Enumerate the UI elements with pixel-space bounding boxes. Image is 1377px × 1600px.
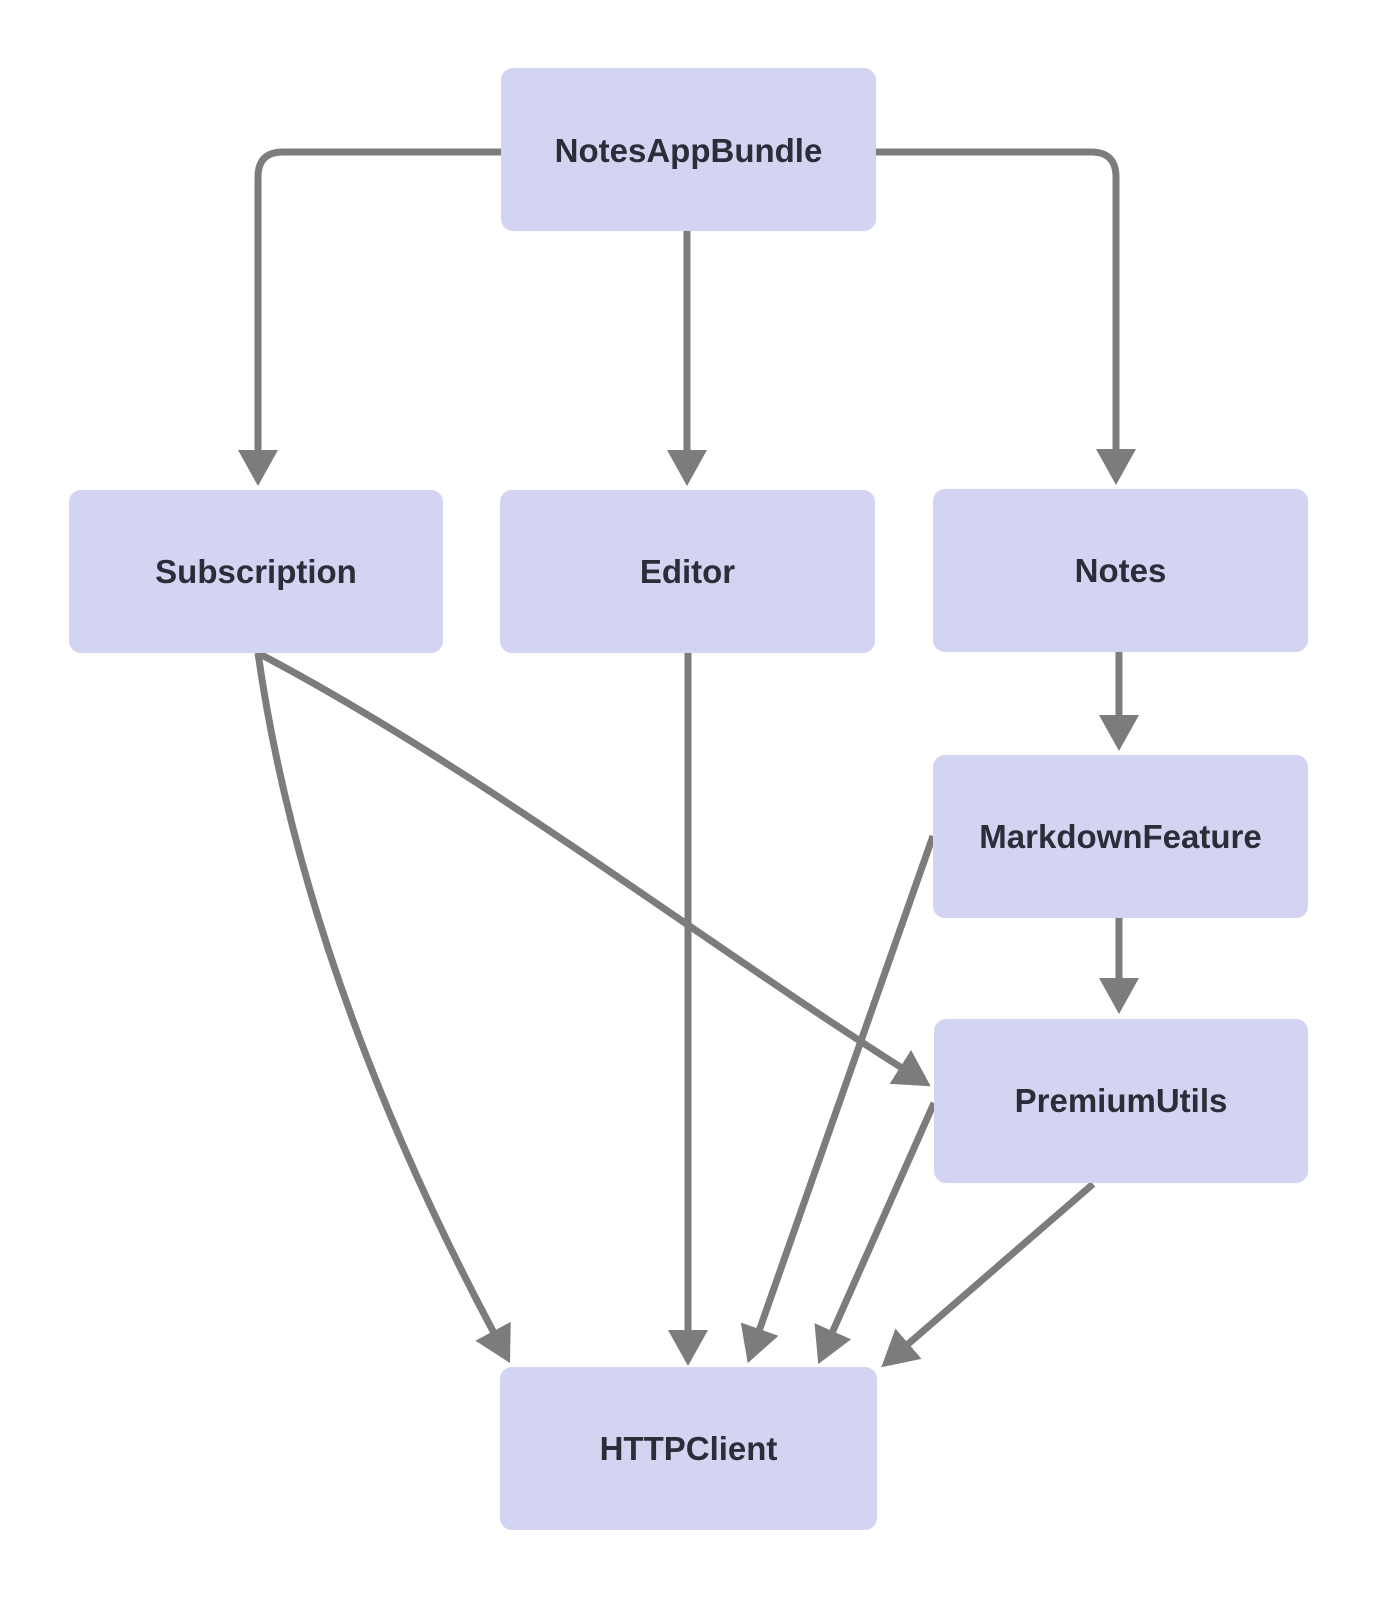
node-notesappbundle-box (501, 68, 876, 231)
edge-notesappbundle-to-subscription-arrow (238, 148, 501, 486)
node-httpclient-box (500, 1367, 877, 1530)
node-httpclient: HTTPClient (500, 1367, 877, 1530)
node-httpclient-label: HTTPClient (600, 1430, 778, 1467)
node-markdownfeature: MarkdownFeature (933, 755, 1308, 918)
node-premiumutils-label: PremiumUtils (1015, 1082, 1228, 1119)
node-premiumutils-box (934, 1019, 1308, 1183)
node-notesappbundle-label: NotesAppBundle (555, 132, 823, 169)
edge-premiumutils-bottom-to-httpclient-arrow (881, 1181, 1096, 1368)
node-notesappbundle: NotesAppBundle (501, 68, 876, 231)
node-notes-label: Notes (1075, 552, 1167, 589)
node-subscription-label: Subscription (155, 553, 357, 590)
node-markdownfeature-label: MarkdownFeature (979, 818, 1261, 855)
node-editor-label: Editor (640, 553, 735, 590)
node-editor: Editor (500, 490, 875, 653)
node-subscription-box (69, 490, 443, 653)
node-notes: Notes (933, 489, 1308, 652)
edge-markdownfeature-to-httpclient-arrow (740, 834, 937, 1364)
node-notes-box (933, 489, 1308, 652)
nodes-layer: NotesAppBundle Subscription Editor Notes… (69, 68, 1308, 1530)
edge-premiumutils-left-to-httpclient-arrow (814, 1101, 938, 1365)
node-editor-box (500, 490, 875, 653)
edge-subscription-to-premiumutils-arrow (256, 649, 931, 1087)
edge-notesappbundle-to-notes-arrow (876, 148, 1136, 485)
node-markdownfeature-box (933, 755, 1308, 918)
node-subscription: Subscription (69, 490, 443, 653)
edges-layer (238, 148, 1139, 1368)
node-premiumutils: PremiumUtils (934, 1019, 1308, 1183)
edge-subscription-to-httpclient-arrow (254, 652, 511, 1364)
